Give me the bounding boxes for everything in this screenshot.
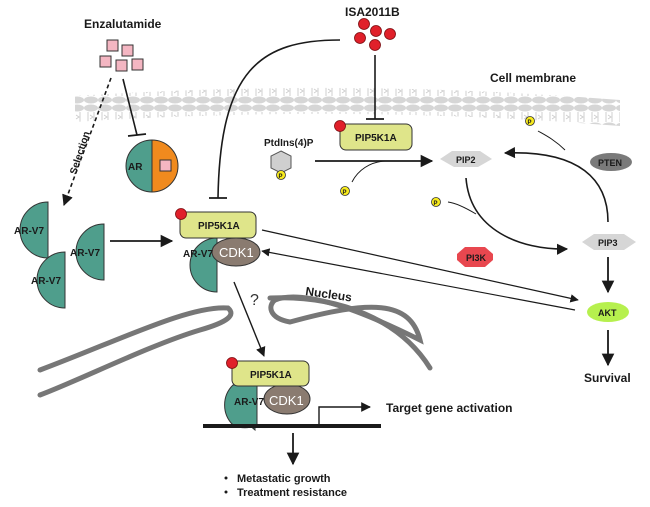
outcome-metastatic: Metastatic growth bbox=[237, 473, 331, 485]
enzalutamide-molecules bbox=[99, 39, 144, 72]
nuclear-translocation-arrow bbox=[233, 281, 266, 357]
ptdins4p-hexagon: P bbox=[270, 150, 292, 180]
complex-to-akt-arrow bbox=[261, 229, 579, 303]
svg-text:AKT: AKT bbox=[598, 308, 617, 318]
akt-to-complex-arrow bbox=[261, 248, 576, 311]
svg-text:AR-V7: AR-V7 bbox=[14, 226, 44, 237]
phosphate-2: P bbox=[431, 197, 441, 207]
svg-text:CDK1: CDK1 bbox=[219, 245, 254, 260]
pip2-to-pip3-arrow bbox=[465, 177, 569, 255]
ar-receptor bbox=[125, 139, 179, 193]
ar-v7-free-1: AR-V7 bbox=[14, 201, 49, 259]
pip2: PIP2 bbox=[440, 151, 492, 167]
transcription-arrow bbox=[318, 402, 371, 426]
ptdins4p-label: PtdIns(4)P bbox=[264, 138, 314, 149]
isa2011b-label: ISA2011B bbox=[345, 5, 400, 19]
pip5k1a-membrane: PIP5K1A bbox=[334, 120, 413, 151]
ar-v7-free-2: AR-V7 bbox=[70, 223, 105, 281]
svg-text:PIP5K1A: PIP5K1A bbox=[198, 221, 240, 232]
enzalutamide-inhibition bbox=[122, 78, 138, 136]
outcome-resistance: Treatment resistance bbox=[237, 487, 347, 499]
svg-text:PIP3: PIP3 bbox=[598, 238, 618, 248]
svg-text:P: P bbox=[434, 201, 438, 207]
selection-label: Selection bbox=[68, 130, 92, 176]
svg-text:PTEN: PTEN bbox=[598, 158, 622, 168]
svg-text:AR-V7: AR-V7 bbox=[183, 249, 213, 260]
svg-text:PIP5K1A: PIP5K1A bbox=[250, 370, 292, 381]
pip3: PIP3 bbox=[582, 234, 636, 250]
svg-text:AR-V7: AR-V7 bbox=[31, 276, 61, 287]
svg-text:PI3K: PI3K bbox=[466, 253, 487, 263]
nucleus-label: Nucleus bbox=[305, 284, 353, 304]
ar-label: AR bbox=[128, 162, 143, 173]
svg-text:P: P bbox=[528, 120, 532, 126]
phosphate-1: P bbox=[340, 186, 350, 196]
svg-text:AR-V7: AR-V7 bbox=[234, 397, 264, 408]
svg-text:PIP5K1A: PIP5K1A bbox=[355, 133, 397, 144]
cell-membrane-label: Cell membrane bbox=[490, 71, 576, 85]
svg-text:CDK1: CDK1 bbox=[269, 393, 304, 408]
svg-text:PIP2: PIP2 bbox=[456, 155, 476, 165]
isa-inhibits-complex bbox=[217, 39, 341, 199]
cell-membrane bbox=[75, 87, 620, 126]
phosphate-3: P bbox=[525, 116, 535, 126]
ar-v7-free-3: AR-V7 bbox=[31, 251, 66, 309]
complex-nucleus: PIP5K1A AR-V7 CDK1 bbox=[224, 357, 311, 432]
isa2011b-molecules bbox=[354, 18, 396, 51]
survival-label: Survival bbox=[584, 371, 631, 385]
outcome-list: Metastatic growth Treatment resistance bbox=[224, 473, 347, 499]
nucleus-envelope-right bbox=[267, 295, 433, 371]
target-gene-label: Target gene activation bbox=[386, 401, 512, 415]
enzalutamide-label: Enzalutamide bbox=[84, 17, 162, 31]
svg-text:AR-V7: AR-V7 bbox=[70, 248, 100, 259]
akt: AKT bbox=[587, 302, 629, 322]
selection-arrow bbox=[62, 77, 112, 207]
svg-text:P: P bbox=[343, 190, 347, 196]
question-mark: ? bbox=[250, 292, 259, 309]
pip3-to-pip2-arrow bbox=[503, 147, 609, 223]
pi3k: PI3K bbox=[457, 247, 493, 267]
pten: PTEN bbox=[590, 153, 632, 171]
complex-cytoplasm: PIP5K1A AR-V7 CDK1 bbox=[175, 208, 261, 293]
svg-text:P: P bbox=[279, 174, 283, 180]
